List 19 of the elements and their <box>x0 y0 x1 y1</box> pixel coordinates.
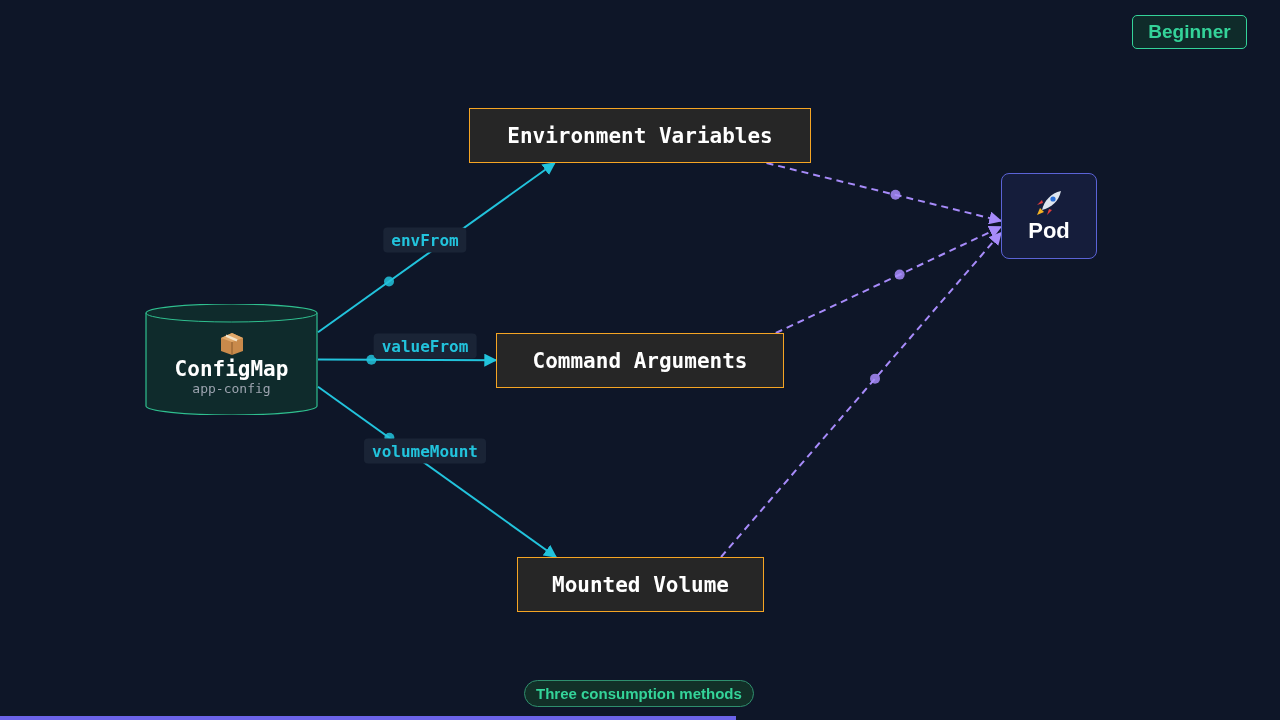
node-title: Command Arguments <box>532 348 748 373</box>
process-box <box>496 333 784 388</box>
edge-label: volumeMount <box>364 438 486 464</box>
process-box <box>517 557 764 612</box>
arrow <box>317 353 498 367</box>
node-title: Pod <box>1028 218 1070 244</box>
dashed-arrow <box>720 231 1002 558</box>
level-badge: Beginner <box>1132 15 1247 49</box>
node-subtitle: app-config <box>192 381 271 396</box>
node-title: Environment Variables <box>507 123 773 148</box>
process-box <box>469 108 811 163</box>
node-title: ConfigMap <box>174 357 289 381</box>
dashed-arrow <box>765 162 1003 225</box>
edge-label: valueFrom <box>373 333 477 359</box>
dashed-arrow <box>774 225 1003 334</box>
edge-label: envFrom <box>383 227 467 253</box>
caption-pill: Three consumption methods <box>524 680 754 707</box>
node-title: Mounted Volume <box>552 572 729 597</box>
pod-box <box>1001 173 1097 259</box>
